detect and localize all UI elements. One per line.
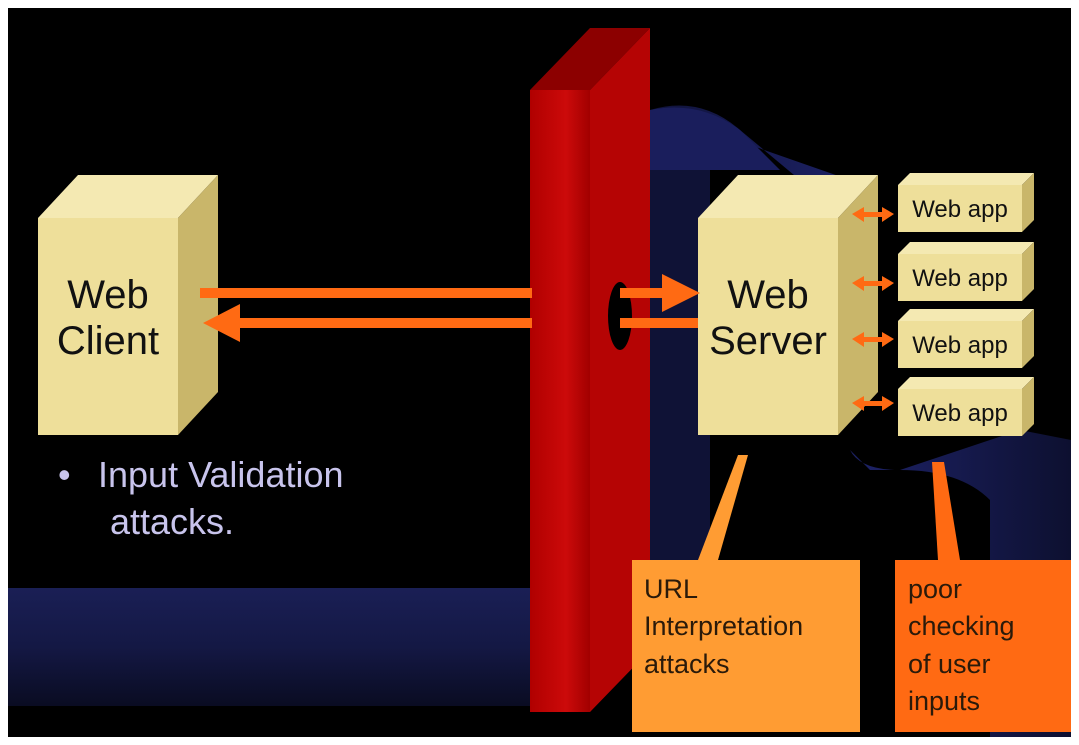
- app-arrows: [852, 207, 894, 411]
- web-app-label-3: Web app: [912, 332, 1008, 359]
- tube-top-highlight: [650, 107, 780, 170]
- web-server-label-line1: Web: [727, 273, 809, 317]
- bullet-point: • Input Validation attacks.: [58, 452, 344, 546]
- server-box-side: [838, 175, 878, 435]
- callout-poor-text: poor checking of user inputs: [908, 574, 1015, 716]
- request-arrows: [200, 274, 700, 342]
- callout-url-box: [632, 560, 860, 732]
- web-app-boxes: [898, 173, 1034, 436]
- server-box-top: [698, 175, 878, 218]
- bullet-dot-icon: •: [58, 454, 71, 495]
- floor-band: [8, 588, 548, 706]
- bullet-text-line2: attacks.: [110, 500, 235, 542]
- client-box-front: [38, 218, 178, 435]
- server-box-front: [698, 218, 838, 435]
- firewall-side: [590, 28, 650, 712]
- firewall-front: [530, 90, 590, 712]
- web-client-label: Web Client: [38, 272, 178, 364]
- callout-url-text: URL Interpretation attacks: [644, 574, 804, 679]
- client-box-side: [178, 175, 218, 435]
- callout-url-pointer: [698, 455, 748, 560]
- bullet-text-line1: Input Validation: [98, 454, 344, 495]
- web-app-label-1: Web app: [912, 196, 1008, 223]
- web-server-label-line2: Server: [709, 319, 827, 363]
- web-server-label: Web Server: [698, 272, 838, 364]
- web-client-label-line2: Client: [56, 319, 160, 363]
- callout-poor-pointer: [932, 462, 960, 560]
- callout-poor-box: [895, 560, 1071, 732]
- client-box-top: [38, 175, 218, 218]
- web-app-label-2: Web app: [912, 265, 1008, 292]
- firewall-top: [530, 28, 650, 90]
- firewall-hole: [608, 282, 632, 350]
- web-client-label-line1: Web: [67, 273, 149, 317]
- web-app-label-4: Web app: [912, 400, 1008, 427]
